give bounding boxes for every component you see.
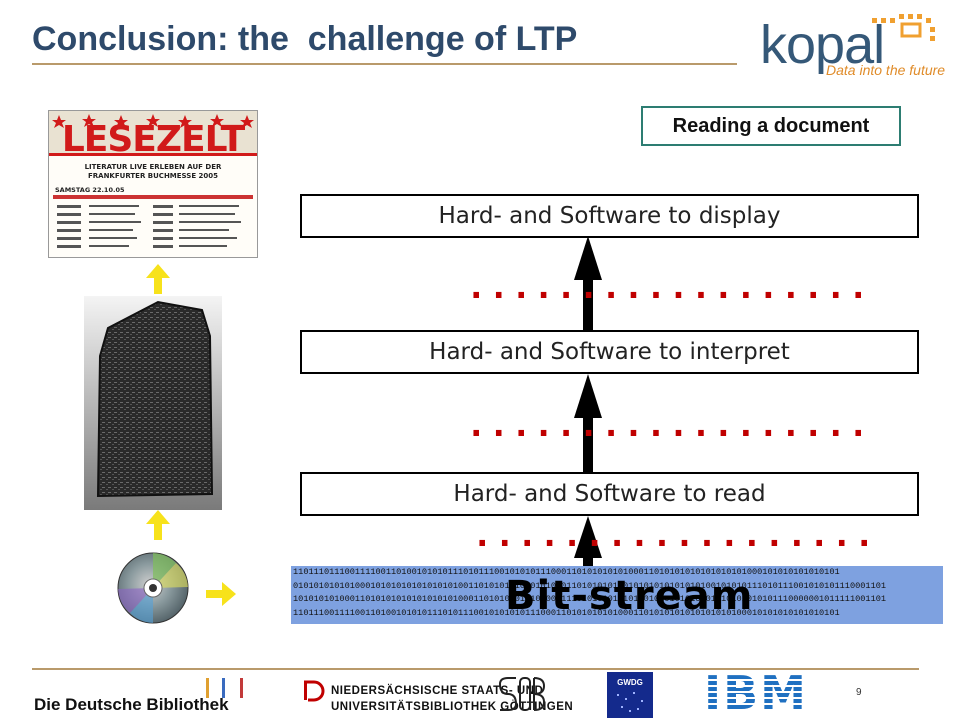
cd-disc-icon: [117, 552, 189, 624]
layer-read-box: Hard- and Software to read: [300, 472, 919, 516]
title-divider: [32, 63, 737, 65]
layer-interpret-box: Hard- and Software to interpret: [300, 330, 919, 374]
dnb-bar-icon: [240, 678, 243, 698]
dotted-separator: ..................: [472, 515, 877, 555]
poster-title: LESEZELT: [61, 119, 245, 160]
yellow-arrow-right-icon: [206, 582, 236, 606]
sub-goettingen-emblem-icon: [304, 680, 325, 702]
poster-subtitle: LITERATUR LIVE ERLEBEN AUF DER FRANKFURT…: [84, 163, 222, 180]
slide-title: Conclusion: the challenge of LTP: [32, 20, 578, 58]
sub-line-1: NIEDERSÄCHSISCHE STAATS- UND: [331, 685, 544, 697]
dnb-bar-icon: [206, 678, 209, 698]
rosetta-stone-image: [84, 296, 222, 510]
bitstream-block: 1101110111001111001101001010101110101110…: [291, 566, 943, 624]
page-number: 9: [856, 687, 862, 698]
kopal-pixel-icon: [872, 14, 935, 41]
gwdg-label: GWDG: [617, 678, 643, 687]
dnb-logo-text: Die Deutsche Bibliothek: [34, 695, 229, 714]
bitstream-line: 1101110011110011010010101011101011100101…: [293, 607, 840, 618]
arrow-up-icon: [574, 374, 602, 418]
arrow-up-icon: [574, 236, 602, 280]
dotted-separator: ..................: [466, 405, 871, 445]
bitstream-line: 1101110111001111001101001010101110101110…: [293, 567, 840, 577]
ibm-logo: IBM: [704, 670, 816, 716]
kopal-logo-tagline: Data into the future: [826, 62, 946, 78]
footer-divider: [32, 668, 919, 670]
poster-date: SAMSTAG 22.10.05: [55, 186, 125, 194]
arrow-up-icon: [574, 516, 602, 558]
dnb-bar-icon: [222, 678, 225, 698]
lesezelt-poster-image: LESEZELT LITERATUR LIVE ERLEBEN AUF DER …: [48, 110, 258, 258]
bitstream-line: 1010101010001101010101010101010100011010…: [293, 594, 887, 604]
yellow-arrow-up-icon: [146, 264, 170, 294]
gwdg-logo: GWDG: [607, 672, 653, 718]
layer-display-box: Hard- and Software to display: [300, 194, 919, 238]
bitstream-line: 0101010101010001010101010101010100110101…: [293, 580, 887, 591]
central-arrows: [574, 236, 602, 572]
dotted-separator: ..................: [466, 267, 871, 307]
yellow-arrow-up-icon: [146, 510, 170, 540]
reading-document-badge: Reading a document: [641, 106, 901, 146]
bitstream-label: Bit-stream: [505, 573, 754, 619]
sub-logo-icon: [499, 677, 546, 711]
kopal-logo-word: kopal: [760, 15, 885, 75]
